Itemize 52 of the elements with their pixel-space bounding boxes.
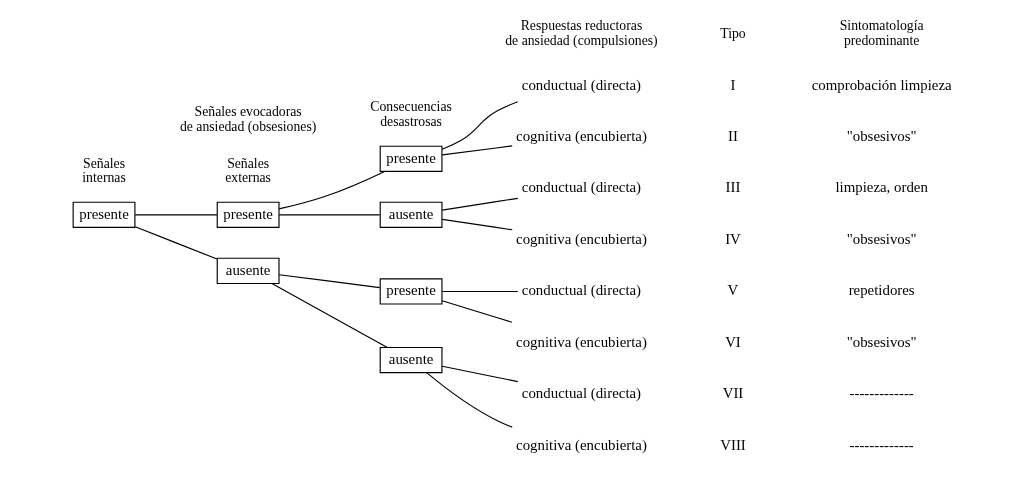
connector [441, 365, 519, 382]
connector [134, 225, 218, 260]
connector [278, 170, 386, 209]
connector [441, 144, 513, 155]
node-box: ausente [216, 257, 280, 284]
label: Señales evocadoras de ansiedad (obsesiones) [179, 103, 317, 134]
node-box: ausente [379, 201, 443, 228]
node-box: presente [379, 277, 443, 305]
label: ------------- [849, 436, 914, 453]
label: limpieza, orden [835, 178, 928, 195]
label: II [728, 127, 738, 144]
node-text: conductual (directa) [521, 76, 642, 93]
label: Respuestas reductoras de ansiedad (compulsiones) [505, 17, 658, 48]
node-text: conductual (directa) [521, 178, 642, 195]
node-text: cognitiva (encubierta) [516, 436, 647, 453]
label: IV [725, 230, 741, 247]
label: Tipo [720, 25, 746, 41]
label: ------------- [849, 384, 914, 401]
connector [441, 218, 513, 230]
connector [278, 213, 381, 215]
label: "obsesivos" [846, 230, 917, 247]
label: III [725, 178, 741, 195]
label: VIII [720, 436, 746, 453]
label: comprobación limpieza [811, 76, 952, 93]
node-box: presente [216, 201, 280, 228]
label: VI [725, 333, 741, 350]
node-text: cognitiva (encubierta) [516, 333, 647, 350]
label: Sintomatología predominante [839, 17, 924, 48]
node-box: presente [72, 201, 136, 228]
connector [278, 273, 381, 288]
label: "obsesivos" [846, 127, 917, 144]
node-text: cognitiva (encubierta) [516, 127, 647, 144]
label: Consecuencias desastrosas [370, 98, 452, 129]
connector [441, 197, 519, 211]
connector [441, 100, 519, 150]
connector [441, 290, 519, 292]
label: repetidores [848, 281, 915, 298]
node-text: conductual (directa) [521, 281, 642, 298]
label: I [730, 76, 736, 93]
connector [441, 299, 513, 323]
connector [271, 282, 388, 348]
label: Señales internas [82, 155, 126, 185]
label: VII [722, 384, 744, 401]
node-box: ausente [379, 346, 443, 373]
connector [426, 371, 513, 428]
node-box: presente [379, 145, 443, 172]
node-text: conductual (directa) [521, 384, 642, 401]
label: V [727, 281, 739, 298]
connector [134, 213, 218, 215]
label: Señales externas [225, 155, 271, 185]
label: "obsesivos" [846, 333, 917, 350]
node-text: cognitiva (encubierta) [516, 230, 647, 247]
